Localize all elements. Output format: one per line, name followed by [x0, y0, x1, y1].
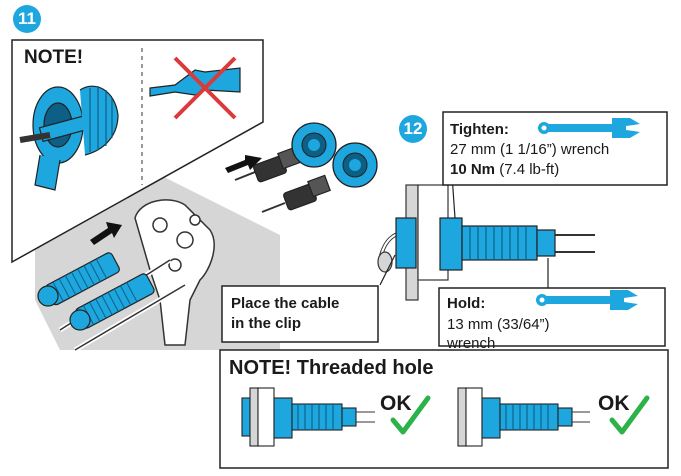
- note-connector-illustration: [19, 85, 119, 191]
- ok-label-right: OK: [598, 392, 630, 415]
- ok-label-left: OK: [380, 392, 412, 415]
- cable-clip-line1: Place the cable: [231, 295, 340, 312]
- nut-upper: [291, 122, 337, 168]
- threaded-connector-upper: [37, 252, 120, 307]
- torque-imperial: (7.4 lb-ft): [495, 161, 560, 178]
- nut-lower: [332, 142, 378, 188]
- cross-icon: [149, 56, 241, 120]
- arrow-right-icon: [90, 222, 122, 245]
- threaded-assembly-right: [457, 387, 590, 447]
- arrow-left-icon: [225, 155, 262, 173]
- cable-clip-line2: in the clip: [231, 315, 302, 332]
- mounting-bracket: [134, 199, 215, 346]
- wrench-icon-hold: [536, 290, 638, 310]
- hold-wrench-size: 13 mm (33/64”): [447, 316, 550, 333]
- plug-lower: [261, 174, 331, 213]
- step-11-badge: 11: [13, 5, 41, 33]
- checkmark-icon: [390, 395, 431, 435]
- tighten-torque: 10 Nm (7.4 lb-ft): [450, 160, 559, 179]
- threaded-assembly-left: [241, 387, 375, 447]
- torque-value: 10 Nm: [450, 161, 496, 178]
- tighten-title: Tighten:: [450, 121, 509, 138]
- hold-wrench-label: wrench: [447, 335, 496, 352]
- threaded-note-title: NOTE! Threaded hole: [229, 357, 434, 379]
- checkmark-icon-right: [609, 395, 650, 435]
- tighten-wrench-size: 27 mm (1 1/16”) wrench: [450, 141, 610, 158]
- hold-title: Hold:: [447, 295, 486, 312]
- step12-connector: [395, 217, 556, 271]
- step-12-badge: 12: [399, 115, 427, 143]
- note-label: NOTE!: [24, 47, 84, 68]
- plug-upper: [234, 146, 301, 183]
- threaded-connector-lower: [69, 273, 155, 331]
- cable-clip-box: [221, 285, 379, 343]
- wrench-icon: [538, 118, 640, 138]
